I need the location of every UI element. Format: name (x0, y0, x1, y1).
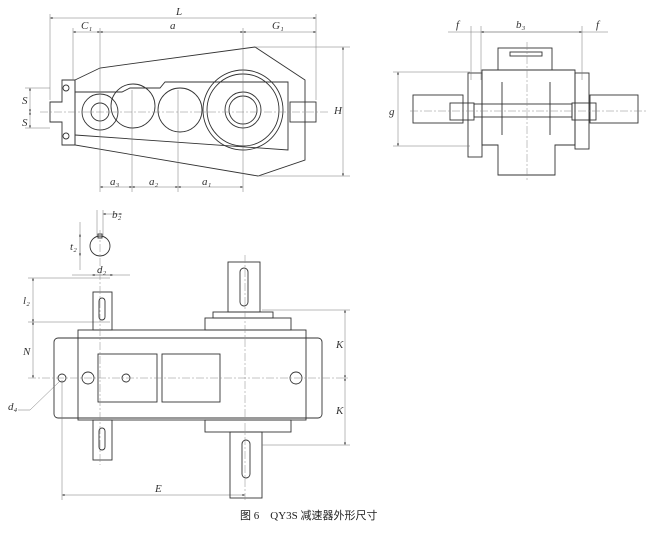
dim-C1: C₁ (81, 20, 92, 32)
figure-caption: 图 6 QY3S 减速器外形尺寸 (240, 508, 378, 522)
dim-a1: a₁ (202, 176, 212, 188)
side-view: f b₃ f g (389, 19, 648, 180)
dim-t2: t₂ (70, 241, 77, 253)
dim-a2: a₂ (149, 176, 159, 188)
dim-S-top: S (22, 95, 28, 107)
dim-b2: b₂ (112, 209, 122, 221)
dim-L: L (175, 6, 182, 18)
dim-d2: d₂ (97, 264, 107, 276)
dim-G1: G₁ (272, 20, 284, 32)
dim-f-right: f (596, 19, 601, 31)
front-view: L C₁ a G₁ S S H a₃ a₂ a₁ (22, 6, 350, 192)
dim-S-bottom: S (22, 117, 28, 129)
dim-K-top: K (335, 339, 344, 351)
dim-g: g (389, 106, 395, 118)
dim-E: E (154, 483, 162, 495)
dim-a3: a₃ (110, 176, 120, 188)
dim-f-left: f (456, 19, 461, 31)
dim-d4: d₄ (8, 401, 18, 413)
dim-H: H (333, 105, 343, 117)
dim-K-bottom: K (335, 405, 344, 417)
dim-l2: l₂ (23, 295, 30, 307)
dim-a: a (170, 20, 176, 32)
dim-N: N (22, 346, 31, 358)
plan-view: b₂ t₂ d₂ l₂ N K K d₄ E (8, 209, 350, 500)
dim-b3: b₃ (516, 19, 526, 31)
